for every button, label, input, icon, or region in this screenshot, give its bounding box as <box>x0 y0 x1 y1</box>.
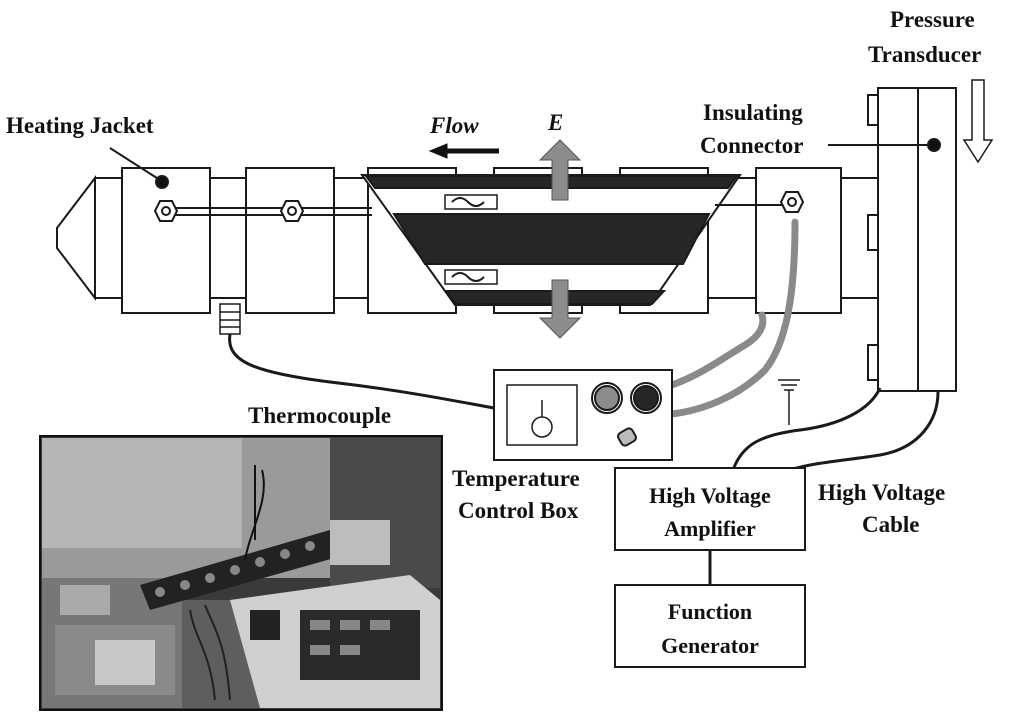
insulating-connector-block <box>755 167 842 314</box>
label-temperature-control-box-line1: Temperature <box>452 466 580 491</box>
high-voltage-cables <box>731 387 940 472</box>
leader-lines <box>109 138 941 189</box>
label-function-generator-line2: Generator <box>661 633 759 658</box>
channel-slits <box>444 194 498 285</box>
e-field-arrows <box>538 139 582 339</box>
heating-jacket-section-1 <box>121 167 211 314</box>
thermocouple-probe <box>219 303 241 335</box>
temperature-control-box <box>493 369 673 461</box>
ground-symbol-icon <box>778 379 800 425</box>
label-e-field: E <box>547 110 563 135</box>
function-generator-box <box>614 584 806 668</box>
label-heating-jacket: Heating Jacket <box>6 113 154 138</box>
flow-arrow-icon <box>428 143 499 159</box>
label-high-voltage-amplifier-line2: Amplifier <box>664 516 756 541</box>
label-insulating-connector-line2: Connector <box>700 133 803 158</box>
label-pressure-transducer-line2: Transducer <box>868 42 981 67</box>
heater-cables <box>668 218 799 418</box>
heating-jacket-section-2 <box>245 167 335 314</box>
pressure-transducer <box>867 87 957 392</box>
label-thermocouple: Thermocouple <box>248 403 391 428</box>
high-voltage-amplifier-box <box>614 467 806 551</box>
label-function-generator-line1: Function <box>668 599 752 624</box>
indicator-light-gray <box>594 385 620 411</box>
thermocouple-cable <box>228 333 495 410</box>
label-flow: Flow <box>429 113 479 138</box>
label-high-voltage-amplifier-line1: High Voltage <box>649 483 771 508</box>
electrode-band-middle <box>392 213 711 265</box>
tie-rod <box>153 191 805 222</box>
label-temperature-control-box-line2: Control Box <box>458 498 579 523</box>
label-pressure-transducer-line1: Pressure <box>890 7 975 32</box>
control-knob-icon <box>617 427 637 447</box>
nozzle-cone <box>56 175 96 301</box>
pressure-arrow-icon <box>962 79 994 164</box>
label-high-voltage-cable-line1: High Voltage <box>818 480 945 505</box>
indicator-light-dark <box>633 385 659 411</box>
label-insulating-connector-line1: Insulating <box>703 100 803 125</box>
lab-apparatus-photo <box>39 435 443 711</box>
label-high-voltage-cable-line2: Cable <box>862 512 920 537</box>
